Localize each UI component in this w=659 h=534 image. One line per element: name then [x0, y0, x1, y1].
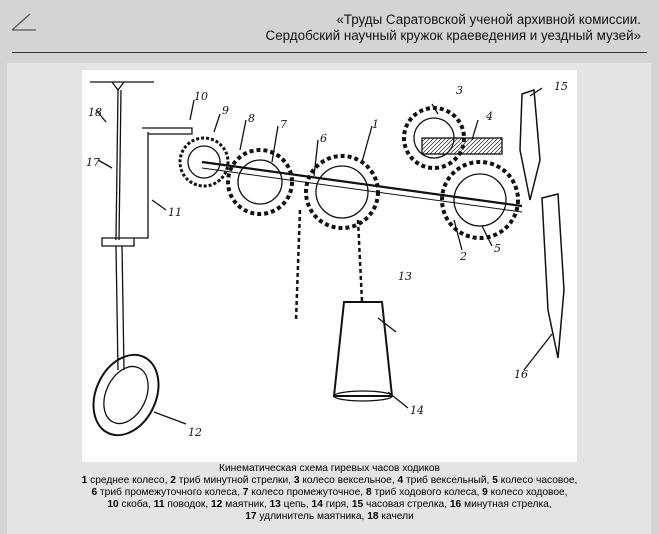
legend-number: 17: [245, 511, 257, 522]
legend-number: 8: [365, 487, 372, 498]
legend-text: минутная стрелка,: [461, 499, 552, 510]
legend-text: поводок,: [164, 499, 212, 510]
label-10: 10: [194, 90, 208, 103]
legend-number: 10: [107, 499, 119, 510]
legend-text: удлинитель маятника,: [256, 511, 368, 522]
minute-hand: [541, 193, 565, 359]
hour-wheel: [440, 160, 520, 240]
legend-number: 12: [211, 499, 223, 510]
label-12: 12: [188, 426, 202, 439]
pendulum-extension-rod: [115, 89, 119, 241]
header-title-line-2: Сердобский научный кружок краеведения и …: [265, 28, 641, 43]
center-wheel-inner: [315, 165, 369, 219]
legend-text: колесо ходовое,: [487, 487, 568, 498]
legend-text: триб вексельный,: [403, 475, 493, 486]
label-3: 3: [456, 84, 463, 97]
pendulum-rod-2: [121, 245, 125, 371]
legend-number: 1: [81, 475, 88, 486]
legend-number: 5: [492, 475, 498, 486]
hour-hand: [519, 88, 541, 201]
center-wheel: [304, 154, 380, 230]
legend-number: 14: [311, 499, 323, 510]
pendulum-rod: [115, 245, 119, 371]
legend-text: колесо часовое,: [497, 475, 578, 486]
label-13: 13: [398, 270, 412, 283]
legend-text: часовая стрелка,: [363, 499, 450, 510]
legend-number: 9: [482, 487, 488, 498]
intermediate-wheel-inner: [237, 159, 283, 205]
caption-title: Кинематическая схема гиревых часов ходик…: [219, 463, 440, 474]
page-header: «Труды Саратовской ученой архивной комис…: [0, 0, 659, 56]
legend-number: 2: [170, 475, 176, 486]
crutch-top: [142, 127, 193, 135]
legend-text: скоба,: [118, 499, 154, 510]
legend-text: колесо вексельное,: [299, 475, 398, 486]
label-9: 9: [222, 104, 229, 117]
legend-number: 18: [367, 511, 379, 522]
legend-number: 6: [91, 487, 98, 498]
corner-ornament-icon: [11, 13, 36, 31]
label-18: 18: [88, 106, 102, 119]
legend-number: 7: [242, 487, 249, 498]
figure-caption: Кинематическая схема гиревых часов ходик…: [62, 463, 597, 523]
label-5: 5: [494, 242, 501, 255]
caption-line-1: 1 среднее колесо, 2 триб минутной стрелк…: [62, 475, 597, 487]
header-title-line-1: «Труды Саратовской ученой архивной комис…: [336, 12, 641, 27]
crutch-rod: [134, 132, 149, 239]
label-16: 16: [514, 368, 528, 381]
clock-mechanism-diagram: 18 17 10 9 8 7 6 1 3 4 15 5 2 11 12 13 1…: [82, 70, 577, 462]
legend-number: 3: [293, 475, 300, 486]
legend-text: триб минутной стрелки,: [175, 475, 294, 486]
legend-text: цепь,: [280, 499, 312, 510]
legend-text: триб промежуточного колеса,: [97, 487, 243, 498]
main-arbor: [201, 160, 523, 208]
label-11: 11: [168, 206, 182, 219]
label-17: 17: [86, 156, 100, 169]
escape-wheel: [178, 136, 230, 188]
swing-hook: [111, 81, 125, 92]
label-8: 8: [248, 112, 255, 125]
header-title: «Труды Саратовской ученой архивной комис…: [266, 12, 641, 44]
legend-number: 11: [153, 499, 165, 510]
legend-text: маятник,: [222, 499, 270, 510]
legend-text: качели: [378, 511, 414, 522]
intermediate-wheel: [226, 148, 294, 216]
header-divider: [12, 52, 647, 53]
pendulum-extension-rod-2: [118, 89, 122, 241]
label-2: 2: [459, 250, 467, 263]
legend-text: среднее колесо,: [87, 475, 171, 486]
legend-number: 15: [351, 499, 364, 510]
chain-right: [356, 219, 364, 303]
legend-number: 16: [449, 499, 462, 510]
label-7: 7: [280, 118, 287, 131]
pendulum-bob-inner: [103, 365, 149, 425]
label-6: 6: [320, 132, 327, 145]
legend-text: гиря,: [322, 499, 352, 510]
caption-line-2: 6 триб промежуточного колеса, 7 колесо п…: [62, 487, 597, 499]
label-15: 15: [554, 80, 568, 93]
label-4: 4: [485, 110, 493, 123]
escape-wheel-hub: [187, 145, 221, 179]
label-14: 14: [410, 404, 424, 417]
main-arbor-2: [201, 167, 523, 213]
diagram-svg: 18 17 10 9 8 7 6 1 3 4 15 5 2 11 12 13 1…: [86, 80, 568, 439]
label-1: 1: [372, 118, 379, 131]
weight: [332, 301, 394, 397]
pendulum-bob: [92, 353, 160, 437]
chain-left: [294, 209, 302, 321]
caption-line-4: 17 удлинитель маятника, 18 качели: [62, 511, 597, 523]
legend-number: 4: [397, 475, 404, 486]
hour-wheel-inner: [453, 173, 507, 227]
legend-text: триб ходового колеса,: [371, 487, 483, 498]
change-pinion: [421, 137, 503, 155]
pendulum-bracket: [101, 237, 135, 247]
caption-line-3: 10 скоба, 11 поводок, 12 маятник, 13 цеп…: [62, 499, 597, 511]
legend-text: колесо промежуточное,: [248, 487, 366, 498]
legend-number: 13: [269, 499, 281, 510]
